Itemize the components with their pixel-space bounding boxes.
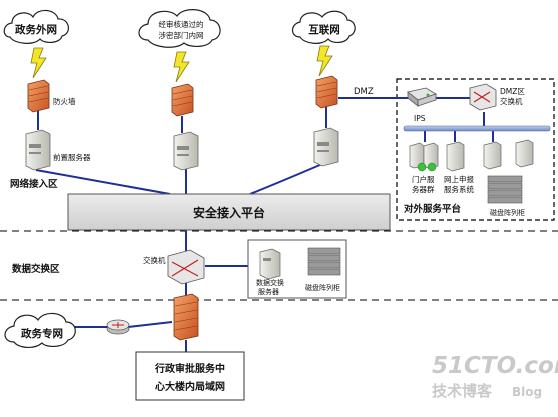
- cloud-internet: 互联网: [291, 10, 356, 44]
- firewall-icon: [171, 83, 194, 117]
- online-service-label-2: 服务系统: [444, 184, 474, 194]
- lan-box: [135, 351, 245, 401]
- online-service-label-1: 网上申报: [444, 174, 474, 184]
- disk-array-icon: [487, 175, 523, 204]
- router-icon: [106, 319, 130, 335]
- disk-array-center-label: 磁盘阵列柜: [305, 283, 340, 292]
- cloud-dept-intranet: 经审核通过的 涉密部门内网: [138, 9, 221, 48]
- wan-links: [30, 45, 333, 83]
- watermark-blog-en: Blog: [512, 385, 542, 399]
- link-server1-platform: [35, 169, 171, 195]
- dmz-label: DMZ: [354, 87, 374, 97]
- watermark-site: 51CTO.com: [432, 353, 558, 379]
- disk-array-right-label: 磁盘阵列柜: [490, 208, 525, 217]
- server-icon: [259, 248, 281, 280]
- cloud-gov-private-label: 政务专网: [21, 327, 63, 340]
- cloud-dept-intranet-label-1: 经审核通过的: [159, 19, 204, 29]
- link-router-fw4: [127, 321, 173, 328]
- dmz-switch-label-2: 交换机: [500, 96, 523, 106]
- data-exchange-server-label-2: 服务器: [258, 287, 279, 296]
- link-server3-platform: [249, 163, 323, 195]
- switch-label: 交换机: [143, 255, 166, 265]
- dmz-backbone: [403, 125, 551, 132]
- cloud-gov-external: 政务外网: [3, 9, 69, 44]
- network-links: [35, 97, 494, 352]
- zone-label-data-exchange: 数据交换区: [11, 263, 60, 275]
- lan-box-label-1: 行政审批服务中: [154, 362, 225, 375]
- server-icon: [483, 141, 502, 170]
- firewall-icon: [315, 75, 338, 109]
- zone-label-external-service: 对外服务平台: [404, 203, 462, 215]
- portal-server-label-1: 门户服: [412, 174, 435, 184]
- server-icon: [446, 141, 465, 172]
- cloud-gov-private: 政务专网: [4, 312, 76, 348]
- portal-server-label-2: 务器群: [412, 184, 435, 194]
- firewall-icon: [173, 293, 199, 341]
- server-icon: [173, 131, 199, 171]
- server-icon: [515, 139, 534, 168]
- cloud-dept-intranet-label-2: 涉密部门内网: [159, 30, 204, 40]
- disk-array-icon: [307, 247, 341, 276]
- server-icon: [313, 127, 339, 167]
- cloud-gov-external-label: 政务外网: [15, 23, 57, 36]
- firewall-label: 防火墙: [53, 96, 76, 106]
- lightning-icon: [30, 47, 47, 79]
- data-exchange-server-label-1: 数据交换: [256, 278, 284, 287]
- dmz-switch-label-1: DMZ区: [500, 87, 525, 96]
- watermark: 51CTO.com 技术博客 Blog: [432, 353, 558, 400]
- front-server-label: 前置服务器: [53, 152, 91, 162]
- secure-access-platform-label: 安全接入平台: [193, 205, 265, 220]
- server-icon: [25, 129, 51, 171]
- ips-icon: [407, 87, 437, 107]
- lan-box-label-2: 心大楼内局域网: [155, 380, 225, 393]
- lightning-icon: [316, 45, 333, 77]
- watermark-blog-cn: 技术博客: [432, 382, 493, 400]
- firewall-icon: [27, 79, 50, 113]
- switch-icon: [167, 249, 205, 285]
- ips-label: IPS: [414, 114, 426, 123]
- server-cluster-icon: [409, 142, 439, 172]
- lightning-icon: [173, 51, 190, 83]
- cloud-internet-label: 互联网: [308, 23, 340, 36]
- zone-label-network-access: 网络接入区: [10, 178, 58, 190]
- secure-access-platform: [67, 193, 391, 231]
- external-service-zone-box: [396, 78, 555, 221]
- switch-icon: [469, 83, 497, 111]
